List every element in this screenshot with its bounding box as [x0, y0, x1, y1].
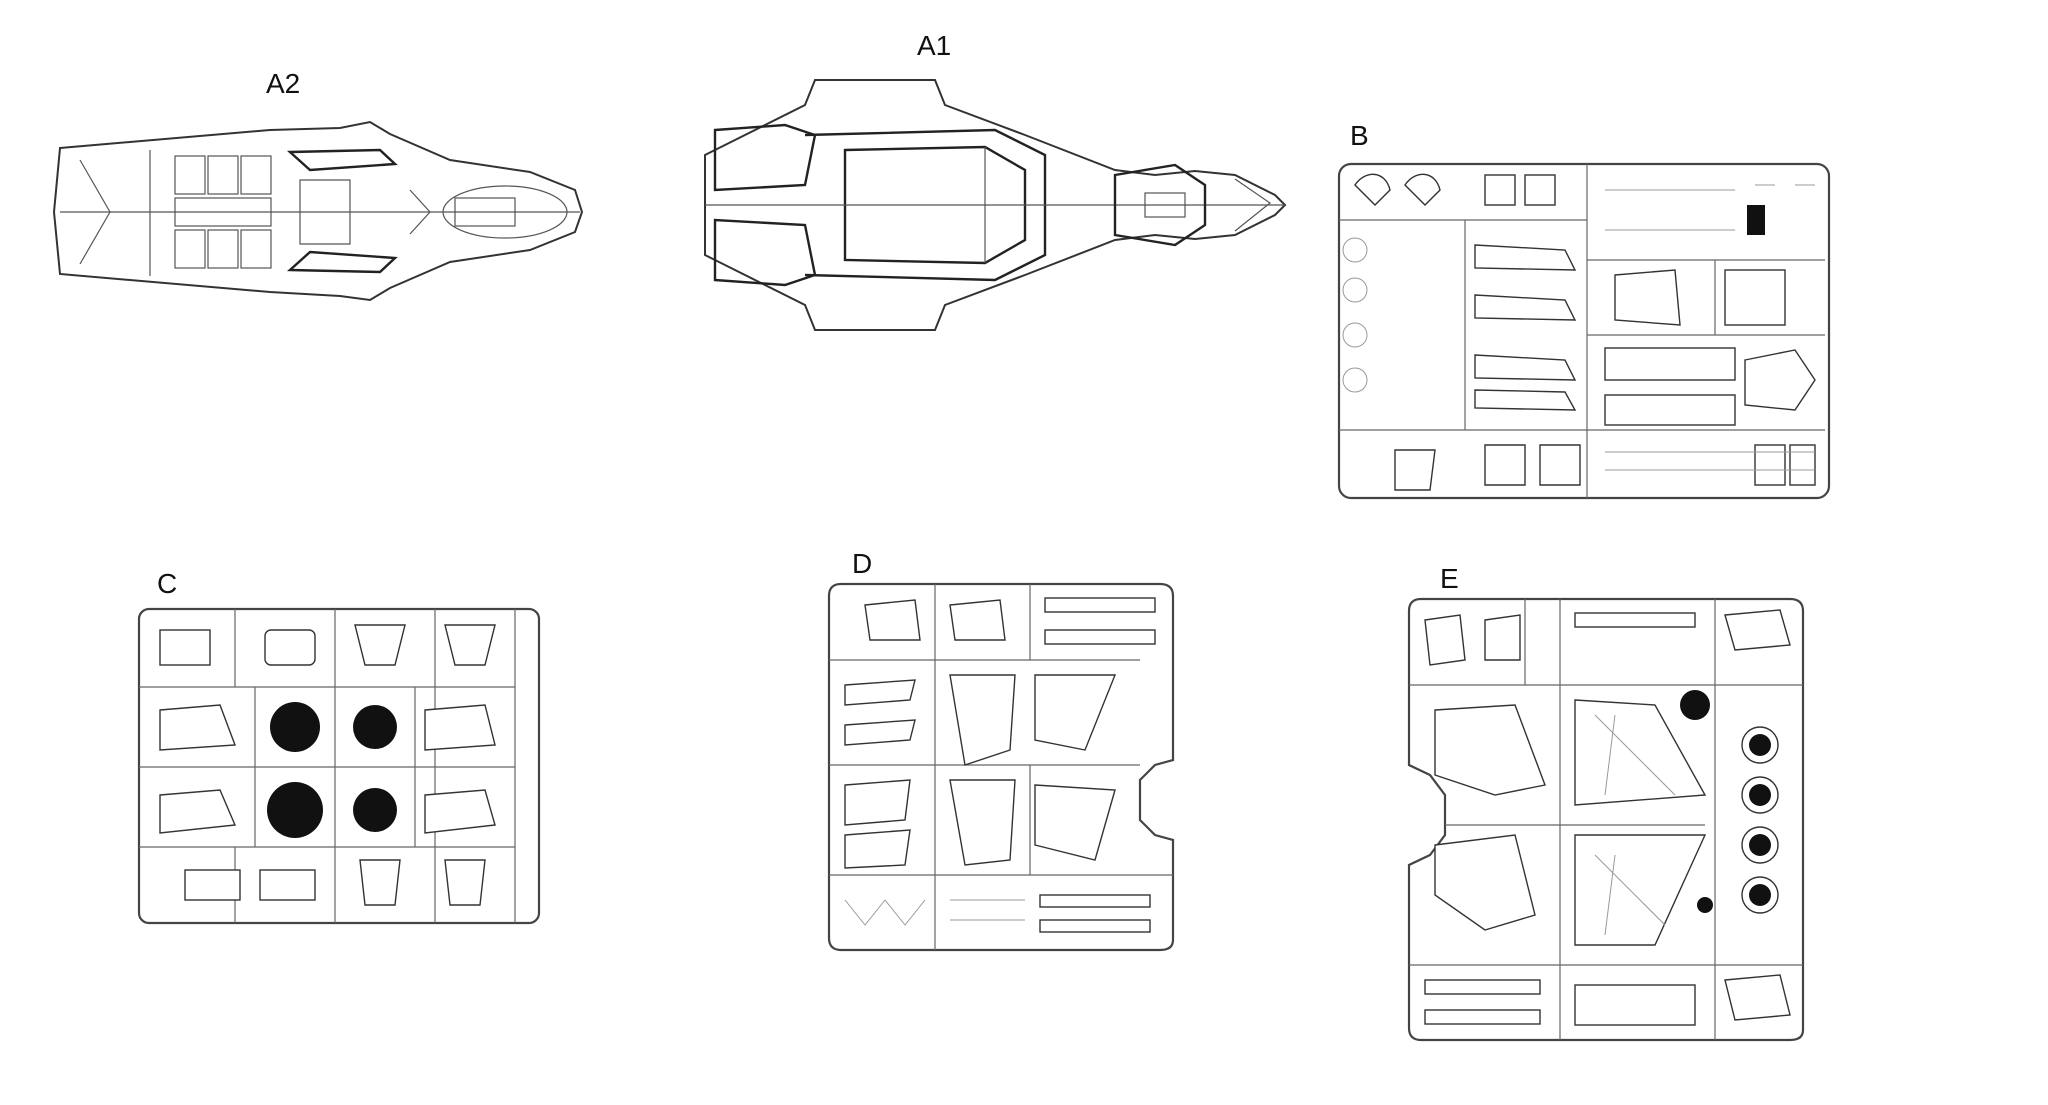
fuselage-part-a2	[50, 120, 590, 310]
sprue-label-b: B	[1350, 120, 1369, 151]
part-label-a2: A2	[266, 68, 301, 99]
sprue-b	[1335, 160, 1835, 505]
part-label-a1: A1	[917, 30, 952, 61]
sprue-c	[135, 605, 545, 930]
sprue-label-d: D	[852, 548, 873, 579]
sprue-label-c: C	[157, 568, 178, 599]
fuselage-part-a1	[695, 75, 1295, 335]
sprue-e	[1405, 595, 1810, 1045]
sprue-d	[825, 580, 1180, 955]
sprue-label-e: E	[1440, 563, 1459, 594]
